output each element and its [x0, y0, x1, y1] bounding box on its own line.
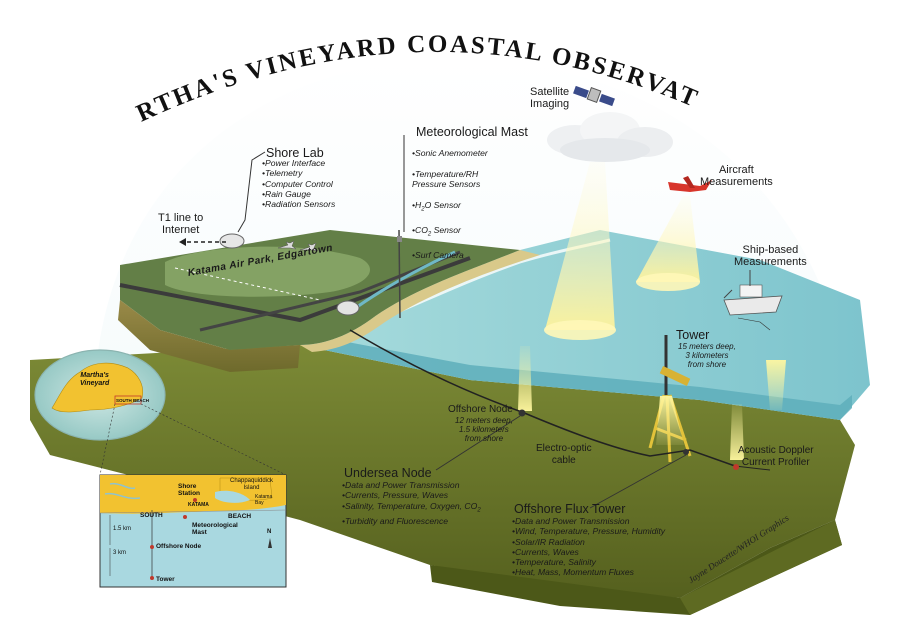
undersea-node-item: Turbidity and Fluorescence [342, 516, 481, 526]
inset-tower: Tower [156, 576, 175, 583]
cloud [547, 112, 673, 162]
met-mast-item: H2O Sensor [412, 200, 488, 215]
flux-tower-item: Temperature, Salinity [512, 557, 665, 567]
offshore-node-marker [518, 409, 526, 417]
aircraft-icon [668, 176, 712, 192]
shore-lab-item: Power Interface [262, 158, 335, 168]
satellite-beam [545, 162, 615, 330]
shore-lab-title: Shore Lab [266, 146, 324, 160]
tower-node-marker [683, 449, 689, 455]
aircraft-label: Aircraft Measurements [700, 164, 773, 188]
inset-met-mast: Meteorological Mast [192, 522, 238, 536]
flux-tower-list: Data and Power Transmission Wind, Temper… [512, 516, 665, 578]
satellite-label: Satellite Imaging [530, 86, 570, 110]
adcp-marker [733, 464, 739, 470]
water-front [300, 335, 852, 420]
aircraft-beam [636, 196, 700, 282]
flux-tower-item: Wind, Temperature, Pressure, Humidity [512, 526, 665, 536]
inset-north: N [267, 529, 272, 535]
airfield-planes [277, 240, 319, 252]
met-mast-item: Sonic Anemometer [412, 148, 488, 158]
undersea-node-list: Data and Power Transmission Currents, Pr… [342, 480, 481, 526]
inset-beach: BEACH [228, 513, 252, 520]
road [119, 256, 471, 323]
undersea-node-item: Data and Power Transmission [342, 480, 481, 490]
adcp-beam [730, 404, 744, 460]
node-beam [518, 346, 532, 411]
offshore-node-note: 12 meters deep, 1.5 kilometers from shor… [455, 416, 513, 443]
shore-lab-item: Computer Control [262, 179, 335, 189]
adcp-beam-tower [656, 396, 684, 445]
inset-dist-2: 3 km [113, 550, 127, 556]
shore-lab-item: Rain Gauge [262, 189, 335, 199]
met-mast-title: Meteorological Mast [416, 125, 528, 139]
inset-south: SOUTH [140, 512, 163, 519]
flux-tower-item: Solar/IR Radiation [512, 537, 665, 547]
met-mast-item: Temperature/RH Pressure Sensors [412, 169, 488, 190]
tower-title: Tower [676, 328, 710, 342]
locator-island-label: Martha's Vineyard [80, 372, 110, 387]
t1-label: T1 line to Internet [158, 212, 204, 236]
inset-dist-1: 1.5 km [113, 526, 132, 532]
adcp-label: Acoustic Doppler Current Profiler [738, 445, 814, 468]
flux-tower-item: Currents, Waves [512, 547, 665, 557]
shore-lab-item: Telemetry [262, 168, 335, 178]
flux-tower-item: Heat, Mass, Momentum Fluxes [512, 567, 665, 577]
undersea-node-item: Currents, Pressure, Waves [342, 490, 481, 500]
locator-beach-label: SOUTH BEACH [116, 398, 150, 403]
offshore-node-title: Offshore Node [448, 404, 513, 415]
ship-label: Ship-based Measurements [734, 244, 807, 268]
cable-label: Electro-optic cable [536, 443, 592, 466]
undersea-node-title: Undersea Node [344, 466, 432, 480]
inset-shore-station: Shore Station [178, 483, 201, 497]
inset-katama-bay: Katama Bay [255, 494, 273, 506]
tower-note: 15 meters deep, 3 kilometers from shore [678, 342, 736, 369]
met-mast-item: CO2 Sensor [412, 225, 488, 240]
shore-lab-list: Power Interface Telemetry Computer Contr… [262, 158, 335, 209]
satellite-icon [573, 85, 615, 107]
inset-offshore-node: Offshore Node [156, 543, 202, 550]
met-mast-item: Surf Camera [412, 250, 488, 260]
met-mast-list: Sonic Anemometer Temperature/RH Pressure… [412, 138, 488, 271]
shore-lab-building [219, 233, 245, 249]
north-arrow-icon [268, 538, 272, 548]
flux-tower-title: Offshore Flux Tower [514, 502, 626, 516]
met-mast-pole [398, 229, 401, 319]
ship-icon [723, 270, 783, 331]
flux-tower-item: Data and Power Transmission [512, 516, 665, 526]
airpark-field [165, 246, 370, 297]
undersea-node-item: Salinity, Temperature, Oxygen, CO2 [342, 501, 481, 516]
inset-katama: KATAMA [188, 502, 209, 508]
shore-lab-item: Radiation Sensors [262, 199, 335, 209]
locator-island [51, 362, 143, 413]
beach [300, 250, 540, 352]
inset-chappaquiddick: Chappaquiddick Island [230, 478, 274, 491]
